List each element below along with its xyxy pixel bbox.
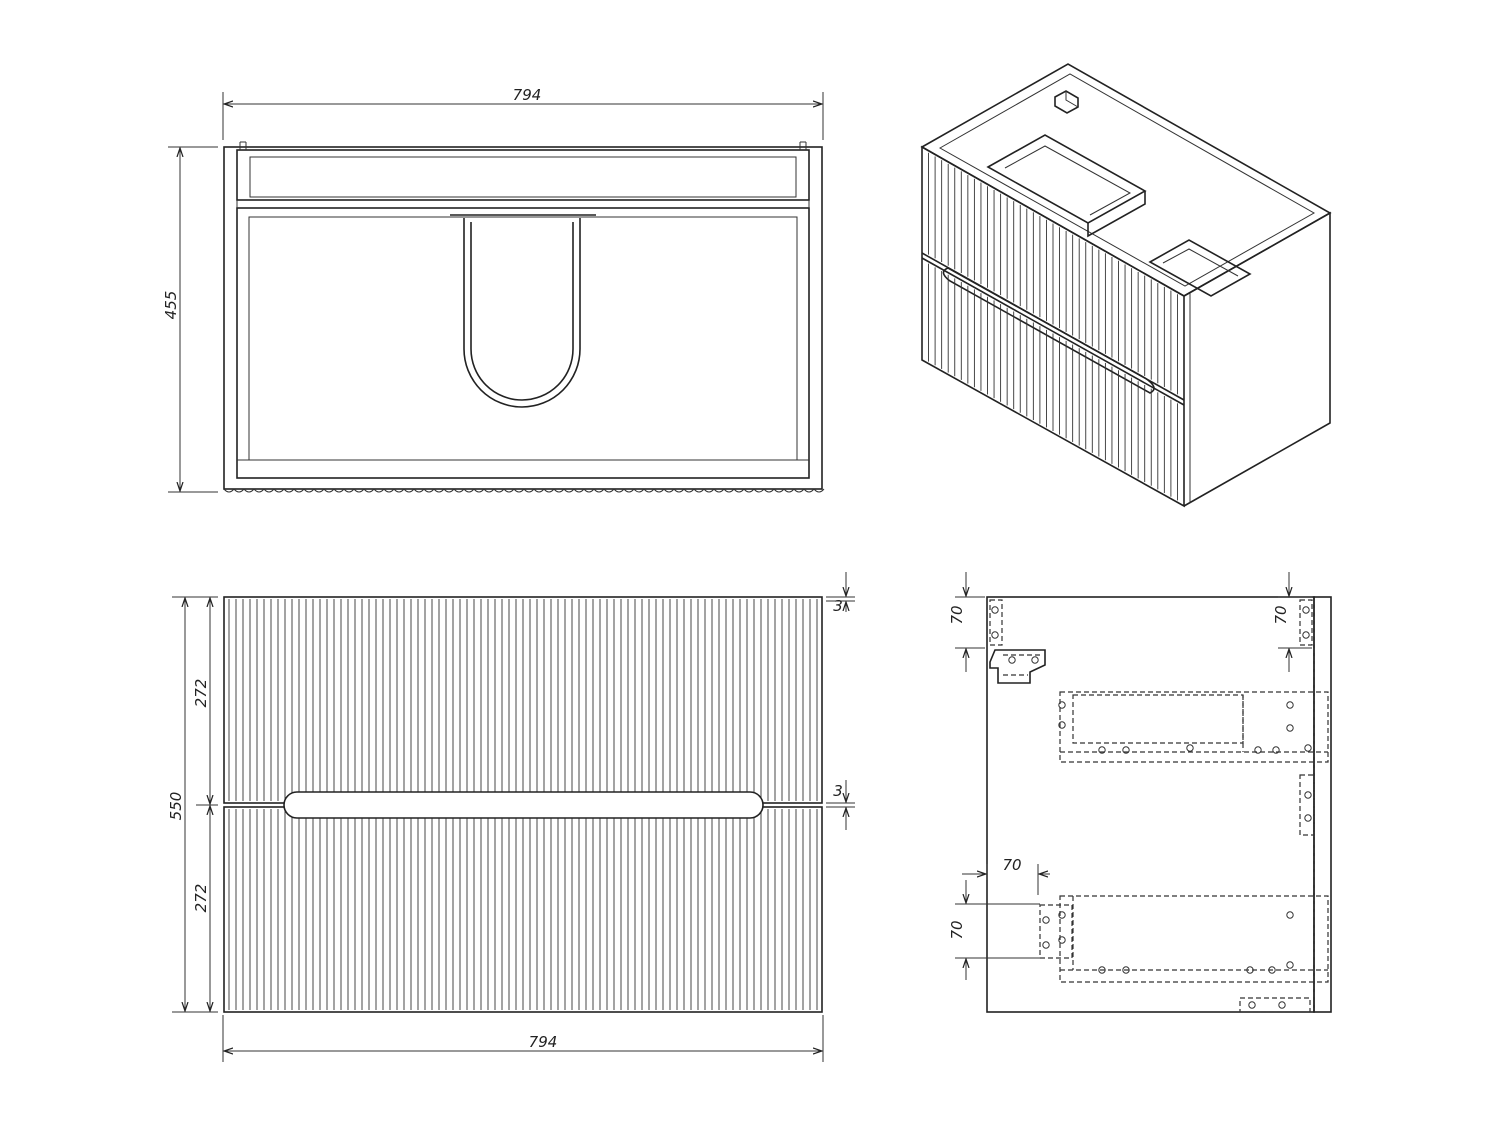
front-view: 794 550 272 272 3 3 — [167, 572, 855, 1062]
back-mid-horizontal-label: 70 — [1002, 856, 1021, 874]
back-top-right-label: 70 — [1272, 605, 1290, 624]
drawer-handle — [283, 791, 764, 819]
rear-rail — [236, 149, 810, 201]
compartment-left — [986, 134, 1147, 224]
wall-bracket — [989, 649, 1046, 684]
siphon-cutout — [463, 218, 581, 408]
fluted-edge — [223, 488, 825, 493]
isometric-handle — [942, 267, 1155, 394]
cabinet-outline — [223, 146, 823, 490]
lower-drawer-label: 272 — [192, 884, 210, 913]
top-height-label: 455 — [162, 291, 180, 320]
upper-drawer-hidden — [1059, 691, 1329, 763]
front-flutes — [228, 599, 818, 1010]
back-panel — [986, 596, 1315, 1013]
inner-frame — [236, 207, 810, 479]
front-height-label: 550 — [167, 792, 185, 821]
top-gap-label: 3 — [833, 597, 843, 615]
back-view: 70 70 70 70 — [948, 572, 1332, 1013]
top-width-label: 794 — [513, 86, 542, 104]
compartment-right — [1148, 239, 1252, 297]
mid-gap-label: 3 — [833, 782, 843, 800]
isometric-flutes — [928, 152, 1178, 501]
front-width-label: 794 — [529, 1033, 558, 1051]
upper-drawer-label: 272 — [192, 679, 210, 708]
top-view: 794 455 — [162, 86, 825, 493]
isometric-view — [920, 63, 1332, 508]
back-mid-vertical-label: 70 — [948, 920, 966, 939]
cabinet-side — [1183, 211, 1331, 507]
back-top-left-label: 70 — [948, 605, 966, 624]
hardware-marks — [991, 606, 1312, 1009]
lower-drawer-hidden — [1059, 895, 1329, 983]
